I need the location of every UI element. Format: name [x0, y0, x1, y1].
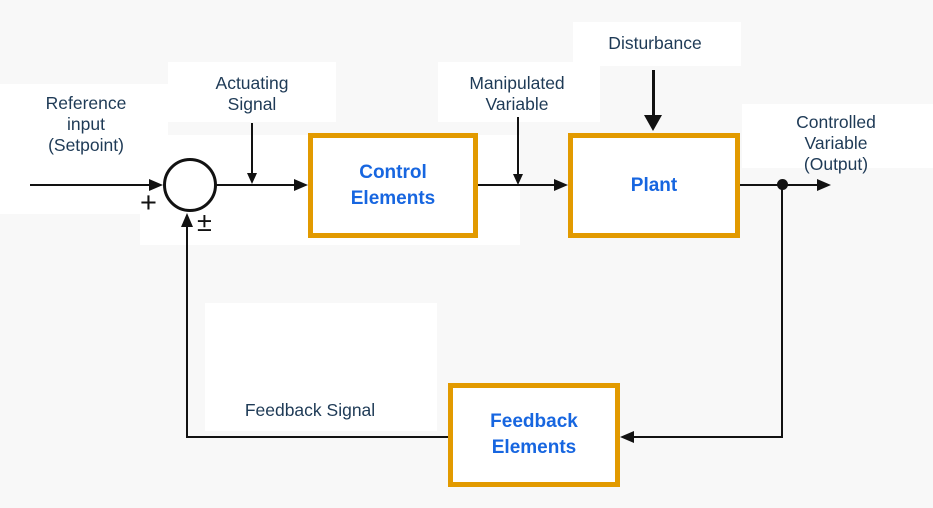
- plant-input-arrowhead-icon: [554, 179, 568, 191]
- feedback-elements-block: Feedback Elements: [448, 383, 620, 487]
- white-patch: [438, 62, 600, 122]
- output-arrowhead-icon: [817, 179, 831, 191]
- feedback-signal-label: Feedback Signal: [244, 400, 376, 420]
- feedback-line-up: [186, 227, 188, 438]
- reference-input-arrowhead-icon: [149, 179, 163, 191]
- block-label: Control Elements: [350, 161, 436, 209]
- controlled-variable-label: Controlled Variable (Output): [796, 112, 876, 174]
- reference-input-line: [30, 184, 151, 186]
- disturbance-arrowhead-icon: [644, 115, 662, 131]
- control-input-arrowhead-icon: [294, 179, 308, 191]
- white-patch: [205, 303, 437, 431]
- block-label: Plant: [630, 174, 678, 196]
- manipulated-variable-arrowhead-icon: [513, 174, 523, 185]
- feedback-input-arrowhead-icon: [620, 431, 634, 443]
- output-branch-line: [781, 185, 783, 438]
- manipulated-variable-label: Manipulated Variable: [469, 73, 565, 114]
- summing-to-control-line: [216, 184, 296, 186]
- summing-feedback-arrowhead-icon: [181, 213, 193, 227]
- white-patch: [168, 62, 336, 122]
- control-elements-block: Control Elements: [308, 133, 478, 238]
- feedback-line-left: [187, 436, 448, 438]
- white-patch: [573, 22, 741, 66]
- actuating-signal-arrowhead-icon: [247, 173, 257, 184]
- plus-minus-sign: ±: [197, 207, 212, 237]
- disturbance-arrow-line: [652, 70, 655, 117]
- plus-sign: +: [140, 187, 157, 219]
- manipulated-variable-arrow-line: [517, 117, 519, 174]
- block-label: Feedback Elements: [490, 411, 578, 458]
- feedback-line-right: [632, 436, 783, 438]
- actuating-signal-arrow-line: [251, 123, 253, 173]
- control-to-plant-line: [478, 184, 556, 186]
- actuating-signal-label: Actuating Signal: [215, 73, 289, 114]
- white-patch: [742, 104, 933, 168]
- branch-point-dot: [777, 179, 788, 190]
- disturbance-label: Disturbance: [608, 33, 702, 53]
- plant-block: Plant: [568, 133, 740, 238]
- reference-input-label: Reference input (Setpoint): [45, 93, 127, 155]
- summing-junction: [163, 158, 217, 212]
